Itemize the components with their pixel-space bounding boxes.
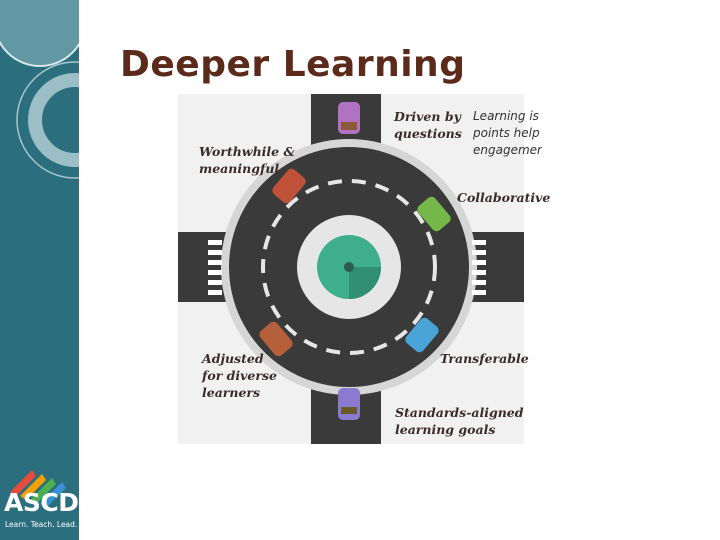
decorative-circles — [0, 0, 79, 179]
label-collaborative: Collaborative — [457, 190, 551, 205]
logo-tagline: Learn. Teach. Lead. — [5, 520, 78, 529]
slide-title: Deeper Learning — [120, 44, 466, 85]
label-driven-by-questions: Driven by questions — [394, 109, 462, 141]
label-standards-aligned: Standards-aligned learning goals — [395, 405, 524, 437]
roundabout-illustration — [178, 94, 524, 444]
logo-wordmark: ASCD — [4, 488, 79, 517]
label-adjusted-diverse: Adjusted for diverse learners — [202, 351, 277, 400]
ascd-logo-icon — [10, 470, 66, 508]
sidebar-panel — [0, 0, 79, 540]
label-transferable: Transferable — [440, 351, 529, 366]
label-worthwhile-meaningful: Worthwhile & meaningful — [199, 144, 295, 176]
truncated-side-text: Learning is points help engagement — [473, 109, 542, 157]
